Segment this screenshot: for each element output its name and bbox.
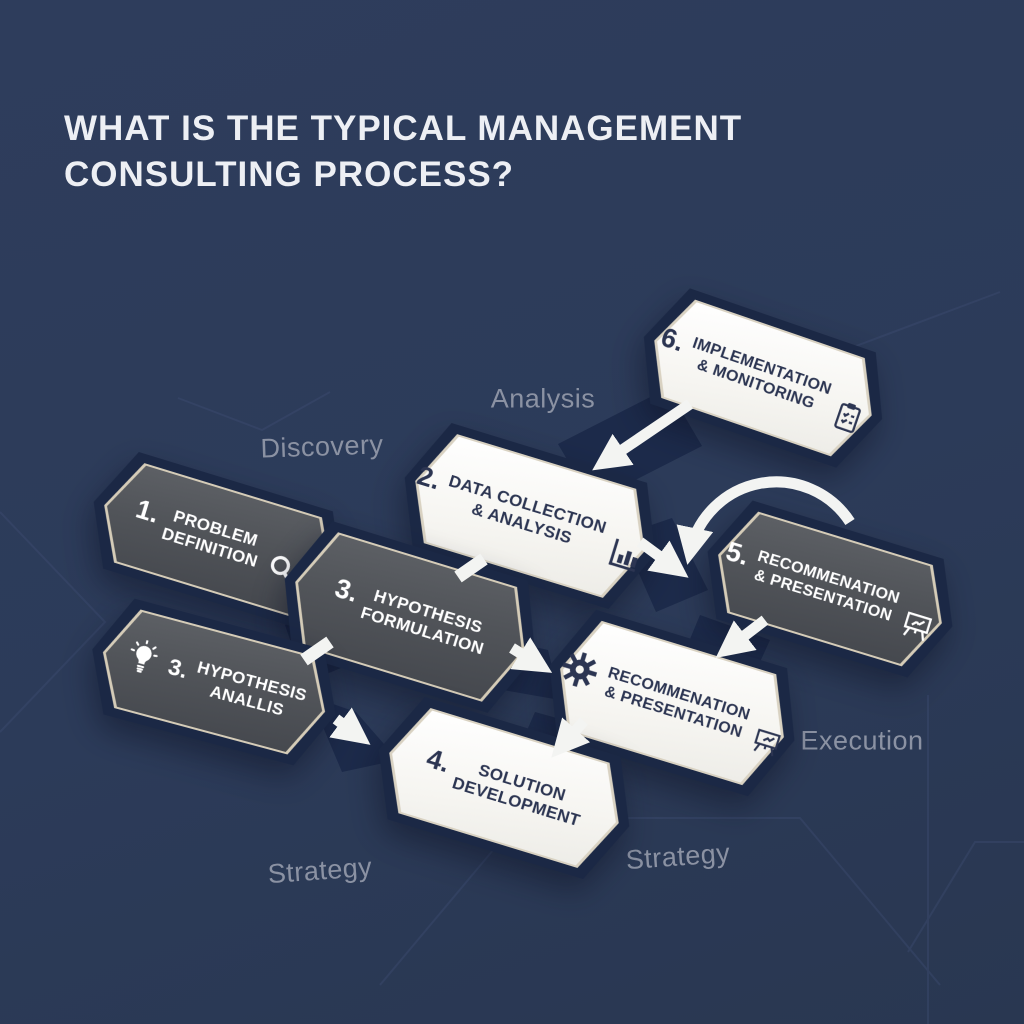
step-label: IMPLEMENTATION& MONITORING: [683, 335, 833, 418]
step-label: RECOMMENATION& PRESENTATION: [749, 548, 902, 627]
easel-icon: [748, 723, 785, 760]
zone-label-execution: Execution: [800, 725, 924, 756]
step-number: 1.: [132, 493, 163, 529]
step-number: 3.: [331, 572, 363, 608]
step-hex-recommenation-presentation-white: RECOMMENATION& PRESENTATION: [530, 602, 814, 805]
step-number: 6.: [657, 321, 689, 357]
lightbulb-icon: [121, 636, 165, 680]
zone-label-strategy-left: Strategy: [266, 851, 374, 890]
gear-icon: [556, 646, 603, 693]
step-number: 4.: [423, 742, 454, 778]
step-label: RECOMMENATION& PRESENTATION: [600, 665, 752, 744]
arrow-anallis-to-step4: [329, 707, 371, 745]
zone-label-analysis: Analysis: [490, 383, 596, 414]
zone-label-discovery: Discovery: [259, 429, 384, 464]
step-number: 5.: [722, 535, 753, 571]
step-number: 3.: [165, 652, 191, 683]
step-number: 2.: [413, 459, 445, 495]
clipboard-icon: [828, 397, 869, 438]
step-hex-recommenation-presentation-5: 5. RECOMMENATION& PRESENTATION: [689, 492, 970, 685]
step-hex-implementation-monitoring: 6. IMPLEMENTATION& MONITORING: [624, 279, 902, 476]
easel-icon: [897, 605, 937, 645]
step-hex-data-collection: 2. DATA COLLECTION& ANALYSIS: [385, 415, 674, 618]
page-title: WHAT IS THE TYPICAL MANAGEMENT CONSULTIN…: [64, 109, 743, 195]
step-label: DATA COLLECTION& ANALYSIS: [440, 471, 609, 557]
zone-label-strategy-right: Strategy: [624, 837, 732, 876]
bar-chart-icon: [604, 533, 646, 575]
